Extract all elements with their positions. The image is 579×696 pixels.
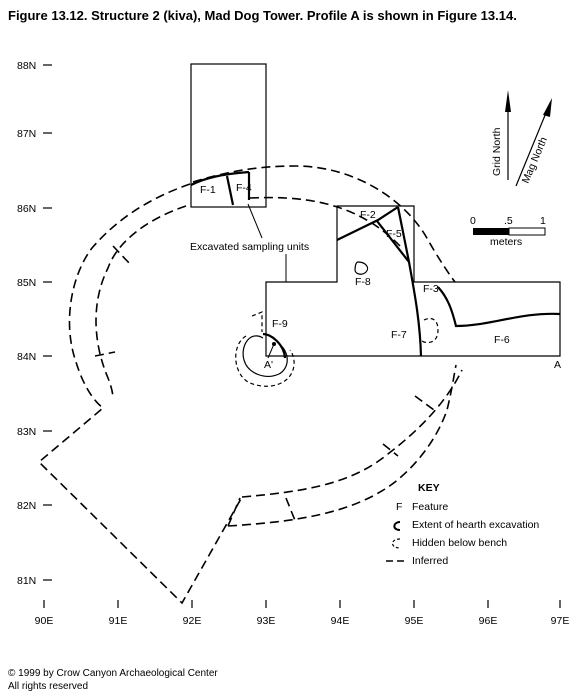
pilaster-s [285,497,297,524]
key-hearth-label: Extent of hearth excavation [412,519,539,531]
x-label-90e: 90E [35,615,54,627]
hearth-hidden-north [251,311,263,332]
pilaster-e [414,395,435,411]
feature-f2-label: F-2 [360,209,376,221]
y-label-85n: 85N [17,277,36,289]
wall-f3-f6-boundary [437,286,561,328]
x-label-94e: 94E [331,615,350,627]
kiva-south-wall-outer [241,369,463,498]
hearth-excavation-extent [242,335,288,377]
scale-bar-white-segment [508,227,546,236]
y-label-88n: 88N [17,60,36,72]
f8-pit-outline [354,261,369,275]
grid-north-label: Grid North [491,127,503,176]
key-feature-label: Feature [412,501,448,513]
scale-bar: 0 .5 1 meters [470,215,546,248]
x-label-95e: 95E [405,615,424,627]
feature-f5-label: F-5 [386,228,402,240]
key-hidden-symbol [391,538,401,549]
wall-north-excavated [190,170,250,186]
kiva-bench-inner [95,205,187,399]
sampling-unit-north [190,63,267,208]
feature-f4-label: F-4 [236,182,252,194]
feature-f7-label: F-7 [391,329,407,341]
north-arrows: Grid North Mag North [491,90,552,187]
key-inferred-label: Inferred [412,555,448,567]
feature-f9-label: F-9 [272,318,288,330]
hearth-hidden-below-bench [235,335,295,387]
copyright-line-2: All rights reserved [8,681,88,692]
wall-f1-f4-divider [225,175,235,206]
key-hidden-label: Hidden below bench [412,537,507,549]
y-axis: 88N 87N 86N 85N 84N 83N 82N 81N [17,60,52,587]
wall-f2-south [336,206,399,241]
profile-start-label: A' [264,359,273,371]
pilaster-w [94,351,116,357]
key-title: KEY [418,482,440,494]
sampling-unit-main [265,205,561,357]
x-label-97e: 97E [551,615,570,627]
mag-north-line [515,107,549,187]
y-label-83n: 83N [17,426,36,438]
feature-f1-label: F-1 [200,184,216,196]
key-feature-symbol: F [396,501,402,513]
x-label-91e: 91E [109,615,128,627]
f7-hidden-outline [419,317,439,344]
x-label-93e: 93E [257,615,276,627]
annotation-leader-north [247,203,263,239]
y-label-82n: 82N [17,500,36,512]
feature-f3-label: F-3 [423,283,439,295]
y-label-86n: 86N [17,203,36,215]
feature-f6-label: F-6 [494,334,510,346]
sampling-units-annotation: Excavated sampling units [190,241,309,253]
figure-title: Figure 13.12. Structure 2 (kiva), Mad Do… [8,8,517,23]
pilaster-se [382,443,399,457]
pilaster-nw [112,245,131,265]
map-key: KEY F Feature Extent of hearth excavatio… [386,482,539,567]
copyright-line-1: © 1999 by Crow Canyon Archaeological Cen… [8,668,218,679]
kiva-bench-north [249,196,401,247]
y-label-87n: 87N [17,128,36,140]
feature-f8-label: F-8 [355,276,371,288]
wall-east-excavated [407,261,423,357]
kiva-outer-wall-west [37,183,243,605]
scale-unit-label: meters [490,236,522,248]
y-label-81n: 81N [17,575,36,587]
kiva-bench-southwest [227,497,241,527]
scale-bar-black-segment [473,228,509,235]
x-label-96e: 96E [479,615,498,627]
y-label-84n: 84N [17,351,36,363]
scale-label-half: .5 [504,215,513,227]
x-label-92e: 92E [183,615,202,627]
key-hearth-symbol [393,521,401,531]
kiva-bench-south [227,364,457,527]
profile-end-label: A [554,359,561,371]
scale-label-zero: 0 [470,215,476,227]
kiva-outer-wall-inferred [192,165,456,283]
mag-north-label: Mag North [520,135,550,185]
hearth-rim [262,332,287,359]
f9-leader [267,343,275,359]
x-axis: 90E 91E 92E 93E 94E 95E 96E 97E [35,600,570,627]
scale-label-one: 1 [540,215,546,227]
mag-north-arrow-icon [543,98,552,117]
